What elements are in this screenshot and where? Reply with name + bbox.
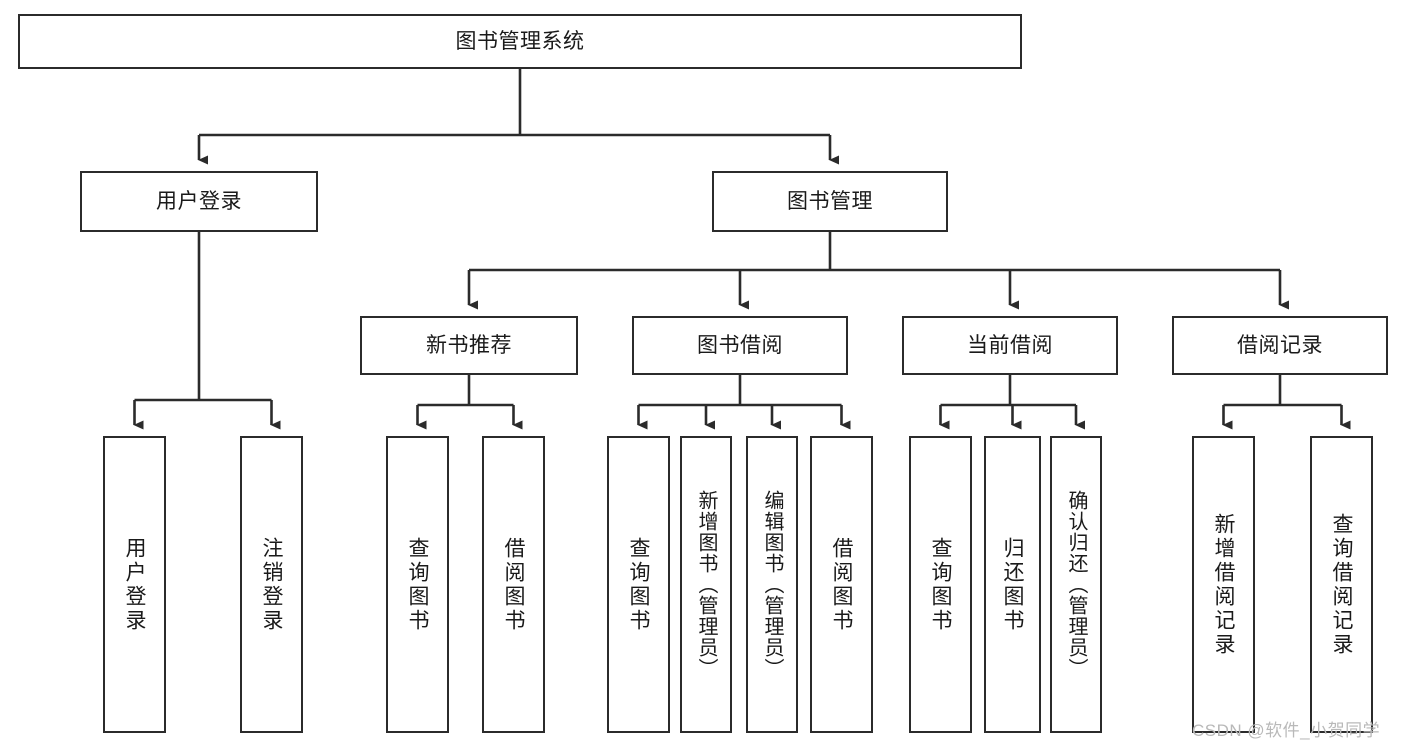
node-new-book-rec[interactable]: 新书推荐 — [360, 316, 578, 375]
node-label: 图书管理 — [787, 189, 873, 213]
node-leaf-cb-confirm[interactable]: 确认归还（管理员） — [1050, 436, 1102, 733]
node-label: 编辑图书（管理员） — [761, 490, 783, 679]
node-label: 查询图书 — [929, 536, 952, 633]
node-leaf-log-add[interactable]: 新增借阅记录 — [1192, 436, 1255, 733]
node-borrow-log[interactable]: 借阅记录 — [1172, 316, 1388, 375]
node-label: 借阅图书 — [502, 536, 525, 633]
node-leaf-cb-return[interactable]: 归还图书 — [984, 436, 1041, 733]
node-book-manage[interactable]: 图书管理 — [712, 171, 948, 232]
node-label: 查询图书 — [406, 536, 429, 633]
node-label: 图书借阅 — [697, 333, 783, 357]
node-label: 借阅记录 — [1237, 333, 1323, 357]
node-cur-borrow[interactable]: 当前借阅 — [902, 316, 1118, 375]
node-leaf-cb-query[interactable]: 查询图书 — [909, 436, 972, 733]
node-label: 注销登录 — [260, 536, 283, 633]
node-label: 新增图书（管理员） — [695, 490, 717, 679]
node-leaf-bb-edit[interactable]: 编辑图书（管理员） — [746, 436, 798, 733]
node-label: 确认归还（管理员） — [1065, 490, 1087, 679]
node-leaf-user-login[interactable]: 用户登录 — [103, 436, 166, 733]
node-label: 用户登录 — [123, 536, 146, 633]
node-leaf-bb-add[interactable]: 新增图书（管理员） — [680, 436, 732, 733]
node-label: 新增借阅记录 — [1212, 512, 1235, 657]
node-leaf-rec-query[interactable]: 查询图书 — [386, 436, 449, 733]
node-label: 查询图书 — [627, 536, 650, 633]
node-leaf-rec-borrow[interactable]: 借阅图书 — [482, 436, 545, 733]
node-book-borrow[interactable]: 图书借阅 — [632, 316, 848, 375]
node-label: 查询借阅记录 — [1330, 512, 1353, 657]
node-leaf-bb-borrow[interactable]: 借阅图书 — [810, 436, 873, 733]
node-leaf-log-query[interactable]: 查询借阅记录 — [1310, 436, 1373, 733]
node-label: 新书推荐 — [426, 333, 512, 357]
node-leaf-user-logout[interactable]: 注销登录 — [240, 436, 303, 733]
node-leaf-bb-query[interactable]: 查询图书 — [607, 436, 670, 733]
node-label: 当前借阅 — [967, 333, 1053, 357]
node-label: 图书管理系统 — [455, 29, 585, 53]
node-label: 借阅图书 — [830, 536, 853, 633]
node-label: 归还图书 — [1001, 536, 1024, 633]
node-user-login[interactable]: 用户登录 — [80, 171, 318, 232]
node-label: 用户登录 — [156, 189, 242, 213]
node-root[interactable]: 图书管理系统 — [18, 14, 1022, 69]
csdn-watermark: CSDN @软件_小贺同学 — [1192, 721, 1381, 740]
